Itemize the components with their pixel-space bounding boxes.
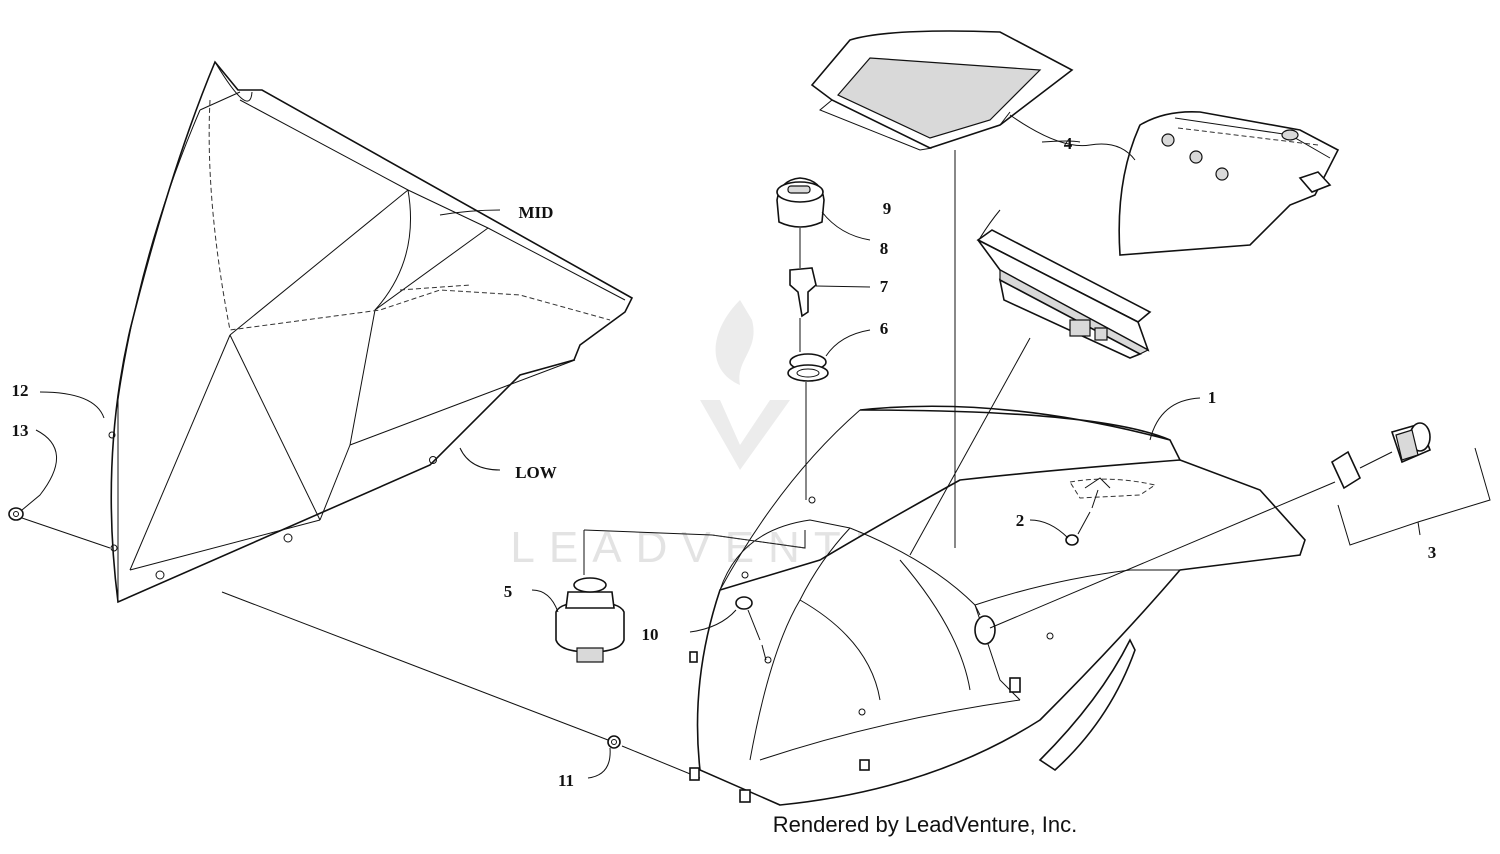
leader-12 — [39, 391, 105, 419]
clip-part-11 — [221, 591, 701, 779]
leader-2 — [1029, 519, 1069, 539]
footer-text: Rendered by LeadVenture, Inc. — [772, 812, 1078, 837]
screw-part-2 — [1065, 489, 1099, 546]
windshield-part-12 — [108, 60, 634, 604]
outlet-part-3 — [989, 422, 1491, 629]
leader-9 — [979, 209, 1001, 239]
callout-labels: 1 2 3 4 5 6 7 8 9 10 11 12 13 MID LOW — [12, 134, 1437, 790]
watermark-flame-icon — [715, 300, 754, 385]
callout-9: 9 — [883, 199, 892, 218]
callout-5: 5 — [504, 582, 513, 601]
leader-1 — [1149, 397, 1201, 441]
screw-part-10 — [689, 596, 767, 661]
leader-4 — [1041, 140, 1081, 143]
leader-mid — [439, 209, 501, 216]
ring-nut-part-6 — [787, 329, 871, 500]
keycap-part-8 — [776, 177, 871, 268]
callout-7: 7 — [880, 277, 889, 296]
footer-credit: Rendered by LeadVenture, Inc. — [0, 812, 1500, 838]
callout-4: 4 — [1064, 134, 1073, 153]
console-part-4 — [810, 30, 1340, 548]
ignition-switch-part-5 — [531, 529, 806, 663]
watermark-v-icon — [700, 400, 790, 470]
callout-8: 8 — [880, 239, 889, 258]
callout-mid: MID — [519, 203, 554, 222]
callout-11: 11 — [558, 771, 574, 790]
callout-6: 6 — [880, 319, 889, 338]
leader-low — [459, 447, 501, 471]
callout-13: 13 — [12, 421, 29, 440]
leader-11 — [587, 747, 611, 779]
callout-1: 1 — [1208, 388, 1217, 407]
callout-10: 10 — [642, 625, 659, 644]
leader-13 — [21, 429, 57, 511]
callout-low: LOW — [515, 463, 557, 482]
key-part-7 — [789, 267, 871, 352]
hood-part-1 — [689, 405, 1306, 806]
callout-2: 2 — [1016, 511, 1025, 530]
module-part-9 — [909, 229, 1152, 556]
screw-part-13 — [8, 507, 111, 549]
callout-12: 12 — [12, 381, 29, 400]
callout-3: 3 — [1428, 543, 1437, 562]
